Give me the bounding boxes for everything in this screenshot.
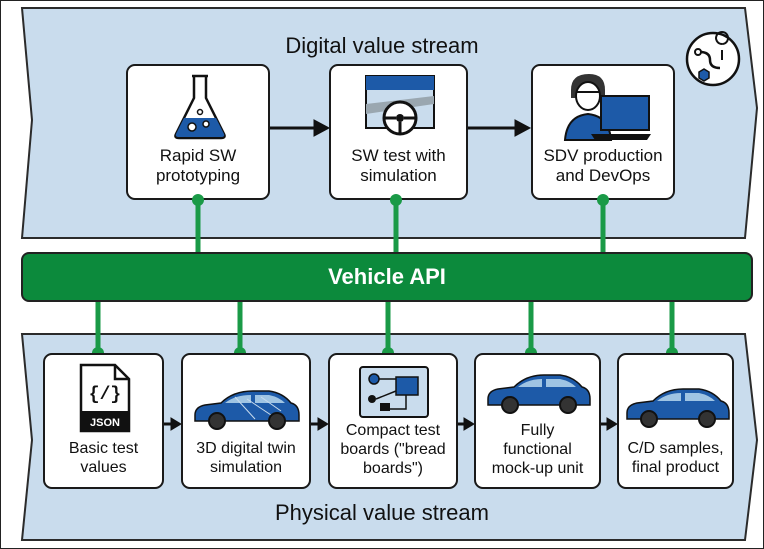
box-label-line: prototyping (155, 166, 241, 185)
basic-test-values-box: {/} JSON Basic test values (43, 353, 164, 489)
sw-test-simulation-box: SW test with simulation (329, 64, 468, 200)
connector-dot (192, 194, 204, 206)
vehicle-api-label: Vehicle API (328, 264, 446, 289)
box-label-line: simulation (360, 166, 437, 185)
connector-dot (597, 194, 609, 206)
compact-test-boards-box: Compact test boards ("bread boards") (328, 353, 458, 489)
digital-twin-car-icon (194, 390, 300, 430)
box-label-line: and DevOps (555, 166, 651, 185)
cd-samples-final-product-box: C/D samples, final product (617, 353, 734, 489)
box-label-line: Fully (520, 422, 555, 439)
json-label: JSON (90, 417, 120, 429)
connector-dot (390, 194, 402, 206)
box-label-line: SW test with (351, 146, 446, 165)
flask-icon (174, 74, 226, 140)
box-label-line: mock-up unit (491, 460, 584, 477)
developer-laptop-icon (563, 74, 651, 141)
sdv-production-devops-box: SDV production and DevOps (531, 64, 675, 200)
box-label-line: Rapid SW (159, 146, 237, 165)
mockup-car-icon (487, 374, 591, 414)
box-label-line: SDV production (543, 146, 663, 165)
box-label-line: C/D samples, (627, 440, 724, 457)
flow-arrow-head (463, 417, 475, 431)
steering-wheel-icon (365, 75, 435, 136)
flow-arrow-head (170, 417, 182, 431)
box-label-line: boards") (363, 460, 423, 477)
circuit-board-icon (359, 366, 429, 418)
box-label-line: functional (503, 441, 572, 458)
digital-stream-title: Digital value stream (285, 33, 479, 58)
physical-stream-title: Physical value stream (275, 500, 489, 525)
mock-up-unit-box: Fully functional mock-up unit (474, 353, 601, 489)
svg-text:{/}: {/} (89, 385, 121, 405)
box-label-line: Compact test (345, 422, 441, 439)
digital-twin-simulation-box: 3D digital twin simulation (181, 353, 311, 489)
json-file-icon: {/} JSON (79, 363, 131, 433)
box-label-line: 3D digital twin (196, 440, 296, 457)
box-label-line: simulation (209, 459, 283, 476)
flow-arrow-head (317, 417, 329, 431)
box-label-line: Basic test (68, 440, 139, 457)
flow-arrow-head (606, 417, 618, 431)
flow-arrow-head (313, 119, 331, 137)
car-icon (626, 388, 730, 428)
flow-arrow-head (514, 119, 532, 137)
box-label-line: values (80, 459, 127, 476)
route-icon (685, 31, 741, 87)
box-label-line: boards ("bread (340, 441, 446, 458)
vehicle-api-bar (21, 252, 753, 302)
box-label-line: final product (631, 459, 720, 476)
